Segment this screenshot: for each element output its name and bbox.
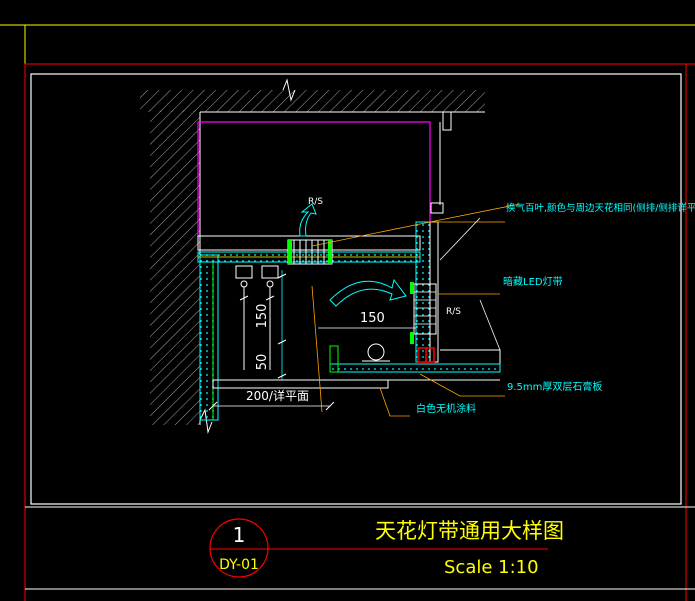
detail-number: 1 — [233, 523, 246, 547]
vent-frame-right — [328, 240, 332, 264]
dim-tick-1 — [277, 273, 287, 279]
board-note: 9.5mm厚双层石膏板 — [507, 380, 602, 393]
concrete-wall — [150, 110, 200, 425]
right-edge-slope-2 — [479, 299, 501, 351]
dim-200-tick-right — [325, 401, 335, 411]
cove-tray-board — [329, 363, 501, 373]
hanger-bracket-top — [442, 111, 452, 131]
dim-200: 200/详平面 — [246, 388, 309, 403]
hanger-bracket-bottom — [430, 202, 444, 214]
sheet-code: DY-01 — [219, 557, 259, 573]
leader-paint-2 — [311, 285, 323, 413]
led-mount-top — [410, 282, 414, 294]
led-strip — [413, 283, 437, 335]
cove-tray-lip — [329, 345, 339, 373]
curtain-hook-left — [235, 265, 253, 370]
light-fixture — [367, 343, 385, 361]
curtain-hook-right — [261, 265, 279, 370]
leader-board — [419, 373, 505, 397]
dim-150-horizontal: 150 — [360, 311, 385, 326]
right-edge-slope — [439, 217, 481, 261]
led-mount-bottom — [410, 332, 414, 344]
airflow-arrow-curve — [329, 278, 407, 307]
dim-50-vertical: 50 — [255, 354, 270, 371]
dim-tick-3 — [277, 373, 287, 379]
magenta-board-outline — [197, 121, 431, 237]
led-note: 暗藏LED灯带 — [503, 275, 563, 288]
leader-paint — [379, 387, 410, 417]
outer-sheet-frame — [24, 63, 695, 601]
rs-top-label: R/S — [308, 197, 323, 207]
upper-ceiling-board — [197, 235, 421, 251]
dim-150-vertical: 150 — [255, 304, 270, 329]
drawing-border — [30, 73, 682, 505]
drawing-scale: Scale 1:10 — [444, 557, 539, 578]
wall-lining — [199, 254, 219, 421]
lower-skirt — [212, 379, 389, 389]
dim-200-tick-left — [208, 401, 218, 411]
rs-right-label: R/S — [446, 307, 461, 317]
dim-tick-2 — [277, 339, 287, 345]
detail-number-circle — [209, 518, 269, 578]
vent-note: 换气百叶,颜色与周边天花相同(侧排/侧排详平面) — [506, 202, 695, 214]
airflow-arrow-up — [299, 203, 317, 237]
slab-break-symbol — [282, 78, 296, 102]
ceiling-slab — [140, 90, 485, 112]
vent-louvers — [293, 240, 325, 264]
vent-frame-left — [288, 240, 292, 264]
drawing-title: 天花灯带通用大样图 — [375, 519, 564, 543]
led-strip-segments — [414, 291, 436, 325]
paint-note: 白色无机涂料 — [416, 402, 476, 415]
